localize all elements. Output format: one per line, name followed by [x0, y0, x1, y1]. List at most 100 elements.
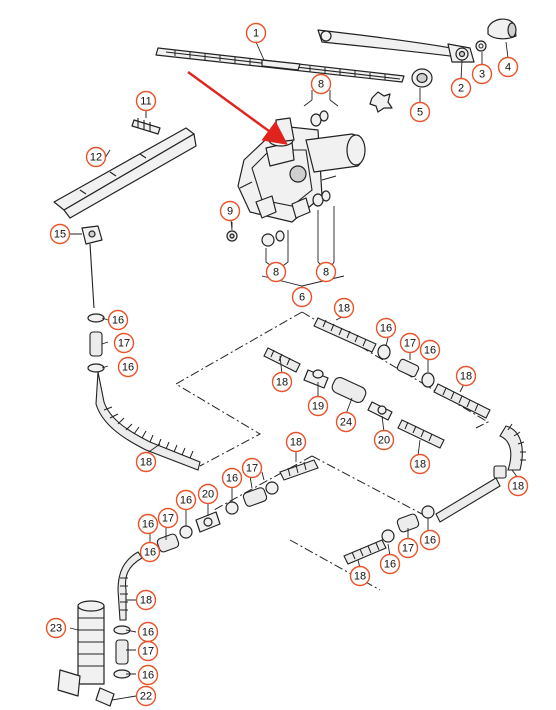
callout-c8a: 8 — [310, 73, 332, 95]
callout-c17d: 17 — [157, 507, 179, 529]
callout-number: 16 — [144, 547, 156, 559]
callout-number: 18 — [290, 437, 302, 449]
callout-c12: 12 — [85, 146, 107, 168]
callout-ring — [107, 309, 129, 331]
callout-ring — [113, 332, 135, 354]
callout-number: 18 — [140, 457, 152, 469]
callout-c9: 9 — [219, 200, 241, 222]
wiper-motor — [237, 117, 366, 223]
callout-number: 18 — [276, 377, 288, 389]
callout-ring — [419, 339, 441, 361]
callout-ring — [265, 261, 287, 283]
hose-assembly-upper — [313, 317, 491, 419]
callout-ring — [45, 617, 67, 639]
callout-c16g: 16 — [137, 513, 159, 535]
callout-number: 16 — [424, 345, 436, 357]
callout-c17e: 17 — [137, 640, 159, 662]
callout-ring — [285, 431, 307, 453]
callout-ring — [333, 297, 355, 319]
callout-number: 16 — [142, 519, 154, 531]
callout-number: 16 — [226, 473, 238, 485]
cover-strip — [53, 127, 197, 219]
callout-c6: 6 — [291, 286, 313, 308]
callout-ring — [271, 371, 293, 393]
callout-ring — [409, 101, 431, 123]
callout-number: 18 — [338, 303, 350, 315]
callout-c17f: 17 — [397, 537, 419, 559]
callout-ring — [291, 286, 313, 308]
callout-number: 19 — [312, 401, 324, 413]
callout-c18e: 18 — [455, 365, 477, 387]
callout-number: 17 — [162, 513, 174, 525]
callout-ring — [497, 56, 519, 78]
callout-c16d: 16 — [419, 339, 441, 361]
callout-c15: 15 — [49, 223, 71, 245]
callout-ring — [450, 77, 472, 99]
callout-number: 2 — [458, 83, 464, 95]
callout-number: 20 — [202, 489, 214, 501]
callout-number: 11 — [140, 96, 151, 108]
callout-ring — [219, 200, 241, 222]
callout-ring — [49, 223, 71, 245]
callout-ring — [139, 541, 161, 563]
callout-c23: 23 — [45, 617, 67, 639]
callout-c16a: 16 — [107, 309, 129, 331]
callout-c16c: 16 — [375, 317, 397, 339]
callout-ring — [419, 529, 441, 551]
callout-c19: 19 — [307, 395, 329, 417]
callout-ring — [137, 664, 159, 686]
highlight-arrow — [187, 71, 288, 145]
callout-number: 17 — [246, 463, 258, 475]
callout-ring — [315, 261, 337, 283]
callout-number: 16 — [180, 495, 192, 507]
callout-c11: 11 — [135, 90, 157, 112]
callout-c1: 1 — [245, 22, 267, 44]
callout-c5: 5 — [409, 101, 431, 123]
callout-number: 18 — [414, 459, 426, 471]
callout-c16b: 16 — [117, 356, 139, 378]
callout-c24: 24 — [335, 411, 357, 433]
callout-number: 5 — [417, 107, 423, 119]
callout-ring — [409, 453, 431, 475]
callout-ring — [373, 429, 395, 451]
wiper-arm — [317, 29, 475, 63]
callout-number: 16 — [142, 670, 154, 682]
callout-ring — [307, 395, 329, 417]
hose-assembly-lower-right — [343, 505, 435, 565]
callout-number: 20 — [378, 435, 390, 447]
callout-ring — [137, 513, 159, 535]
callout-c18d: 18 — [333, 297, 355, 319]
callout-c16j: 16 — [137, 664, 159, 686]
callout-number: 12 — [90, 152, 102, 164]
wiper-blade — [155, 47, 405, 83]
callout-number: 8 — [273, 267, 279, 279]
callout-ring — [397, 537, 419, 559]
callout-number: 16 — [384, 559, 396, 571]
callout-number: 17 — [402, 543, 414, 555]
callout-ring — [85, 146, 107, 168]
callout-ring — [375, 317, 397, 339]
hose-clamp — [87, 313, 105, 373]
callout-number: 22 — [140, 691, 152, 703]
callout-number: 15 — [54, 229, 66, 241]
callout-c17b: 17 — [399, 332, 421, 354]
callout-number: 18 — [354, 571, 366, 583]
hose-assembly-middle — [263, 347, 445, 449]
callout-number: 8 — [318, 79, 324, 91]
callout-c16h: 16 — [139, 541, 161, 563]
callout-number: 18 — [140, 595, 152, 607]
callout-ring — [471, 63, 493, 85]
callout-c16e: 16 — [221, 467, 243, 489]
callout-number: 24 — [340, 417, 352, 429]
callout-ring — [157, 507, 179, 529]
callout-ring — [137, 640, 159, 662]
callout-c16l: 16 — [419, 529, 441, 551]
hose-assembly-lower — [113, 459, 319, 679]
callout-number: 1 — [253, 28, 259, 40]
clip — [131, 118, 161, 135]
hose-right-run — [435, 423, 526, 523]
callout-c20a: 20 — [373, 429, 395, 451]
